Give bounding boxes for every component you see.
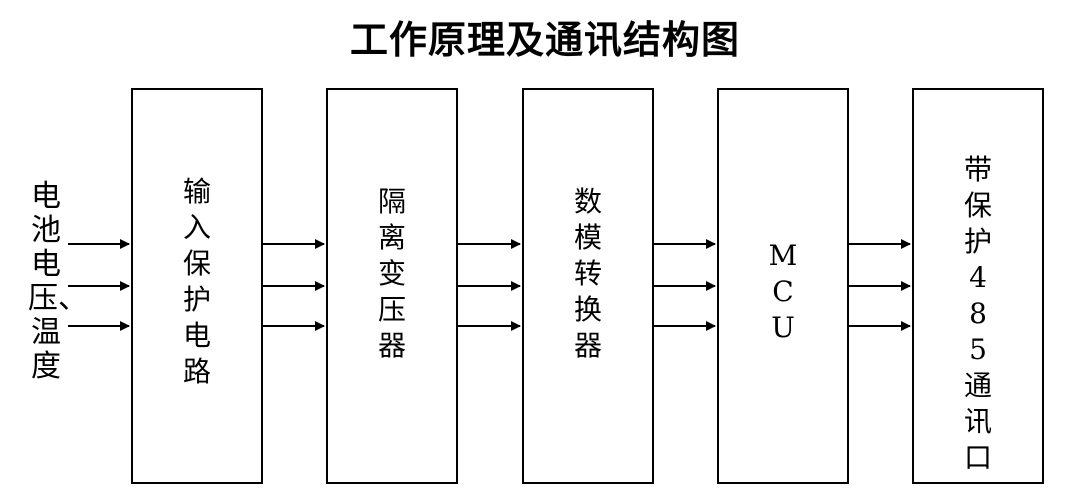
block-label-isolation-transformer: 隔 离 变 压 器: [377, 185, 406, 362]
block-input-protection: 输 入 保 护 电 路: [131, 88, 263, 484]
input-label-battery: 电池电压、温度: [28, 179, 88, 384]
block-isolation-transformer: 隔 离 变 压 器: [326, 88, 458, 484]
block-label-adc: 数 模 转 换 器: [573, 185, 602, 362]
diagram-title: 工作原理及通讯结构图: [349, 18, 740, 62]
block-rs485-port: 带 保 护 4 8 5 通 讯 口: [912, 88, 1044, 484]
block-adc: 数 模 转 换 器: [522, 88, 654, 484]
block-label-rs485-port: 带 保 护 4 8 5 通 讯 口: [963, 153, 992, 474]
block-label-input-protection: 输 入 保 护 电 路: [182, 175, 211, 388]
block-mcu: M C U: [717, 88, 849, 484]
block-label-mcu: M C U: [768, 239, 798, 344]
